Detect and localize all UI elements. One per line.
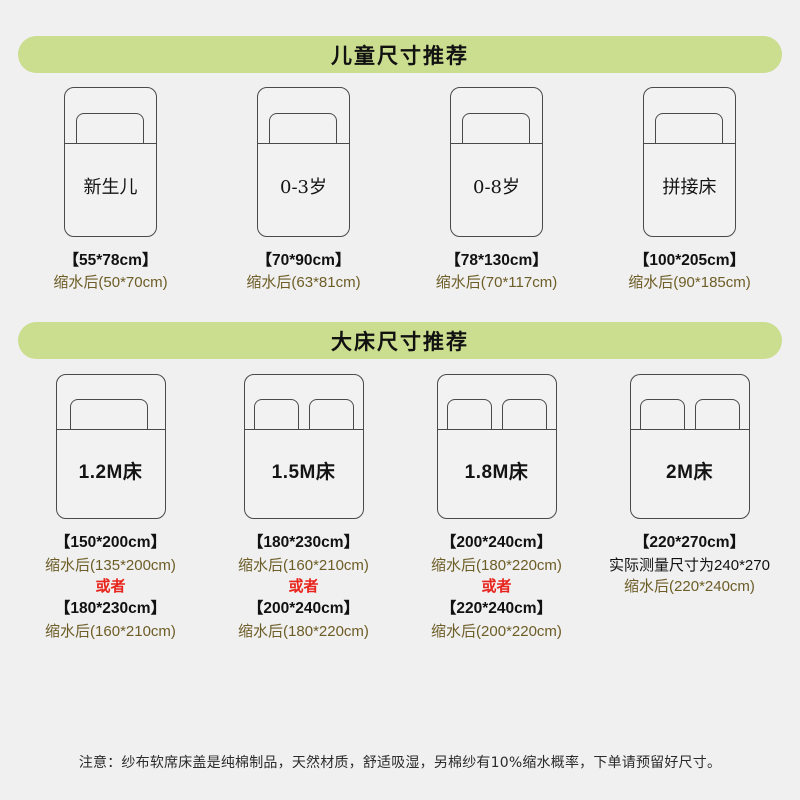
pillow-icon	[501, 399, 547, 430]
sheet-line	[630, 429, 749, 431]
caption-18m: 【200*240cm】 缩水后(180*220cm) 或者 【220*240cm…	[431, 532, 562, 642]
bed-label-15m: 1.5M床	[271, 462, 336, 484]
size-shrunk-alt-18m: 缩水后(200*220cm)	[431, 622, 562, 640]
footer-note: 注意：纱布软席床盖是纯棉制品，天然材质，舒适吸湿，另棉纱有10%缩水概率，下单请…	[78, 755, 722, 771]
bed-cell-0-8: 0-8岁 【78*130cm】 缩水后(70*117cm)	[404, 87, 589, 294]
size-main-alt-12m: 【180*230cm】	[54, 600, 167, 618]
sheet-line	[437, 429, 556, 431]
size-main-splice: 【100*205cm】	[633, 252, 746, 269]
pillow-icon	[462, 113, 530, 143]
size-shrunk-alt-12m: 缩水后(160*210cm)	[45, 622, 176, 640]
section-banner-large: 大床尺寸推荐	[18, 322, 782, 360]
caption-12m: 【150*200cm】 缩水后(135*200cm) 或者 【180*230cm…	[45, 532, 176, 642]
size-shrunk-splice: 缩水后(90*185cm)	[628, 274, 751, 292]
bed-illustration-18m: 1.8M床	[436, 374, 557, 520]
size-main-15m: 【180*230cm】	[247, 534, 360, 552]
caption-splice: 【100*205cm】 缩水后(90*185cm)	[628, 250, 751, 294]
sheet-line	[244, 429, 363, 431]
kids-bed-row: 新生儿 【55*78cm】 缩水后(50*70cm) 0-3岁 【70*90cm…	[0, 87, 800, 294]
size-shrunk-newborn: 缩水后(50*70cm)	[53, 274, 168, 292]
bed-illustration-0-3: 0-3岁	[257, 87, 350, 237]
bed-cell-splice: 拼接床 【100*205cm】 缩水后(90*185cm)	[597, 87, 782, 294]
bed-illustration-2m: 2M床	[629, 374, 750, 520]
bed-illustration-newborn: 新生儿	[64, 87, 157, 237]
bed-label-0-8: 0-8岁	[473, 177, 520, 198]
or-label-15m: 或者	[288, 578, 319, 596]
bed-illustration-0-8: 0-8岁	[450, 87, 543, 237]
pillow-icon	[69, 399, 148, 430]
bed-illustration-12m: 1.2M床	[55, 374, 166, 520]
size-shrunk-2m: 缩水后(220*240cm)	[624, 578, 755, 596]
bed-illustration-splice: 拼接床	[643, 87, 736, 237]
bed-cell-2m: 2M床 【220*270cm】 实际测量尺寸为240*270 缩水后(220*2…	[597, 374, 782, 642]
bed-illustration-15m: 1.5M床	[243, 374, 364, 520]
bed-cell-newborn: 新生儿 【55*78cm】 缩水后(50*70cm)	[18, 87, 203, 294]
pillow-icon	[446, 399, 492, 430]
size-shrunk-15m: 缩水后(160*210cm)	[238, 556, 369, 574]
bed-cell-0-3: 0-3岁 【70*90cm】 缩水后(63*81cm)	[211, 87, 396, 294]
size-shrunk-12m: 缩水后(135*200cm)	[45, 556, 176, 574]
bed-label-0-3: 0-3岁	[280, 177, 327, 198]
bed-cell-12m: 1.2M床 【150*200cm】 缩水后(135*200cm) 或者 【180…	[18, 374, 203, 642]
size-main-12m: 【150*200cm】	[54, 534, 167, 552]
size-main-0-8: 【78*130cm】	[445, 252, 548, 269]
size-shrunk-0-8: 缩水后(70*117cm)	[435, 274, 558, 292]
size-main-0-3: 【70*90cm】	[256, 252, 351, 269]
or-label-18m: 或者	[481, 578, 512, 596]
size-main-newborn: 【55*78cm】	[63, 252, 158, 269]
section-title-kids: 儿童尺寸推荐	[331, 43, 469, 68]
size-shrunk-0-3: 缩水后(63*81cm)	[246, 274, 361, 292]
pillow-icon	[76, 113, 144, 143]
section-title-large: 大床尺寸推荐	[331, 329, 469, 354]
caption-2m: 【220*270cm】 实际测量尺寸为240*270 缩水后(220*240cm…	[609, 532, 770, 598]
bed-label-splice: 拼接床	[662, 177, 717, 198]
section-banner-kids: 儿童尺寸推荐	[18, 36, 782, 73]
pillow-icon	[655, 113, 723, 143]
sheet-line	[451, 143, 542, 144]
measured-note-2m: 实际测量尺寸为240*270	[609, 556, 770, 574]
bed-label-2m: 2M床	[666, 462, 713, 484]
bed-label-18m: 1.8M床	[464, 462, 529, 484]
caption-15m: 【180*230cm】 缩水后(160*210cm) 或者 【200*240cm…	[238, 532, 369, 642]
bed-label-newborn: 新生儿	[83, 177, 138, 198]
caption-0-8: 【78*130cm】 缩水后(70*117cm)	[436, 250, 557, 294]
bed-cell-15m: 1.5M床 【180*230cm】 缩水后(160*210cm) 或者 【200…	[211, 374, 396, 642]
large-bed-row: 1.2M床 【150*200cm】 缩水后(135*200cm) 或者 【180…	[0, 374, 800, 642]
or-label-12m: 或者	[95, 578, 126, 596]
caption-newborn: 【55*78cm】 缩水后(50*70cm)	[53, 250, 167, 294]
pillow-icon	[694, 399, 740, 430]
size-main-alt-18m: 【220*240cm】	[440, 600, 553, 618]
sheet-line	[65, 143, 156, 144]
bed-label-12m: 1.2M床	[78, 462, 143, 484]
size-main-alt-15m: 【200*240cm】	[247, 600, 360, 618]
size-main-18m: 【200*240cm】	[440, 534, 553, 552]
sheet-line	[56, 429, 165, 431]
pillow-icon	[308, 399, 354, 430]
pillow-icon	[269, 113, 337, 143]
pillow-icon	[639, 399, 685, 430]
sheet-line	[644, 143, 735, 144]
caption-0-3: 【70*90cm】 缩水后(63*81cm)	[246, 250, 360, 294]
pillow-icon	[253, 399, 299, 430]
bed-cell-18m: 1.8M床 【200*240cm】 缩水后(180*220cm) 或者 【220…	[404, 374, 589, 642]
size-shrunk-18m: 缩水后(180*220cm)	[431, 556, 562, 574]
size-shrunk-alt-15m: 缩水后(180*220cm)	[238, 622, 369, 640]
sheet-line	[258, 143, 349, 144]
size-main-2m: 【220*270cm】	[633, 534, 746, 552]
